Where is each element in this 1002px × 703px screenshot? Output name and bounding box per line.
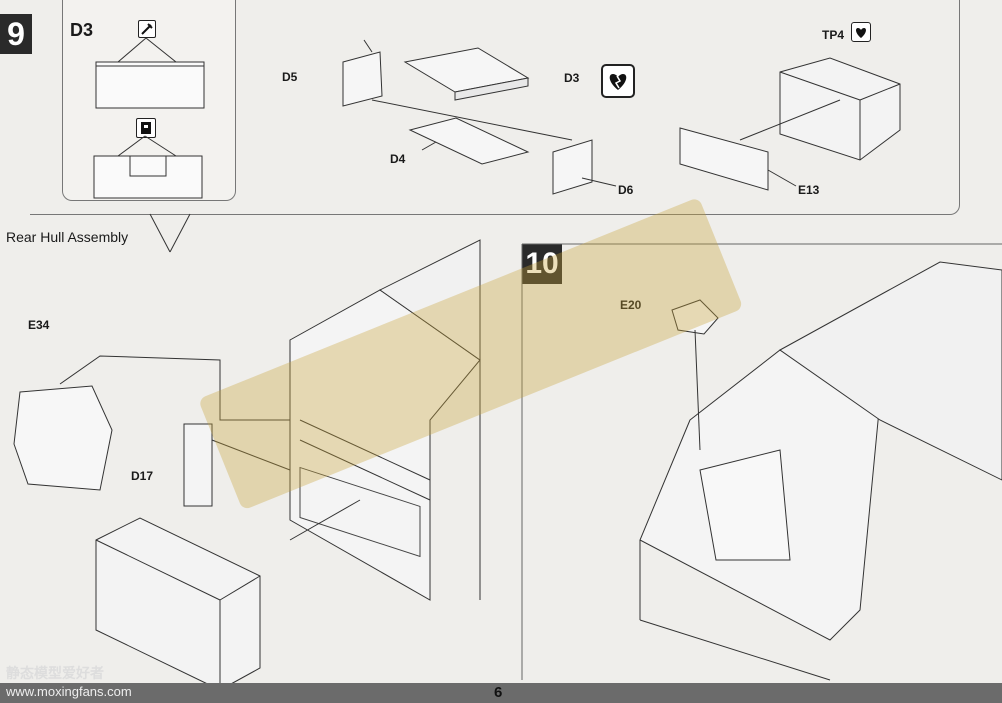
part-d5: D5 — [282, 70, 298, 84]
part-d4-drawing — [408, 117, 530, 165]
part-d17: D17 — [131, 469, 154, 483]
part-d3-drawing — [403, 47, 530, 101]
part-e13-drawing — [679, 127, 769, 191]
part-e20: E20 — [620, 298, 641, 312]
apply-glue-icon — [601, 64, 635, 98]
part-d17-strip — [183, 423, 291, 507]
rear-hull-left — [289, 239, 481, 601]
step-10-badge: 10 — [522, 244, 562, 284]
glue-icon — [138, 20, 156, 38]
section-title: Rear Hull Assembly — [6, 229, 129, 245]
do-not-glue-icon — [851, 22, 871, 42]
footer-bar — [0, 683, 1002, 703]
part-e20-drawing — [671, 299, 719, 451]
subassembly-title: D3 — [70, 20, 94, 40]
watermark-cn: 静态模型爱好者 — [6, 666, 104, 682]
part-d3: D3 — [564, 71, 580, 85]
part-e13: E13 — [798, 183, 820, 197]
part-d6: D6 — [618, 183, 634, 197]
part-d4: D4 — [390, 152, 406, 166]
part-d5-drawing — [342, 39, 383, 107]
rear-hull-right — [639, 261, 1002, 681]
step-9-badge: 9 — [0, 14, 32, 54]
inset-d3-bottom — [93, 135, 203, 199]
step9-frame — [30, 0, 960, 215]
inset-d3-top — [95, 37, 205, 109]
watermark-url: www.moxingfans.com — [6, 684, 132, 699]
rear-box-drawing — [779, 57, 901, 161]
part-e34-panel — [13, 355, 290, 491]
part-d6-drawing — [552, 139, 593, 195]
parts-stage-icon — [136, 118, 156, 138]
part-e34: E34 — [28, 318, 50, 332]
storage-box — [95, 499, 361, 691]
page-number: 6 — [494, 684, 503, 701]
part-tp4: TP4 — [822, 28, 845, 42]
